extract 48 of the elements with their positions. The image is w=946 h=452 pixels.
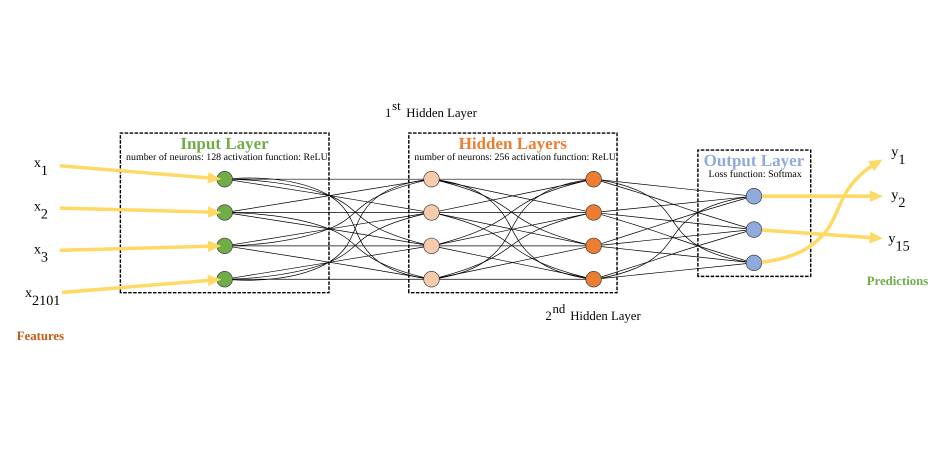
connector	[601, 246, 746, 262]
connector	[600, 198, 746, 244]
node-circle	[746, 188, 762, 204]
node-circle	[585, 271, 602, 288]
arrow	[762, 160, 883, 264]
connector	[438, 178, 586, 180]
node-circle	[585, 204, 602, 221]
node-circle	[585, 171, 602, 188]
connector	[438, 212, 586, 213]
cluster: Input Layer number of neurons: 128 activation function: ReLU	[120, 132, 330, 294]
label: Features	[16, 328, 64, 343]
connector	[438, 214, 586, 245]
node-circle	[585, 238, 602, 254]
connector	[601, 196, 746, 212]
connector	[601, 230, 746, 246]
arrow	[62, 274, 222, 294]
node-circle	[216, 271, 233, 288]
node-circle	[746, 254, 762, 272]
arrow	[762, 190, 884, 202]
node-circle	[746, 221, 762, 238]
arrow	[762, 228, 884, 244]
arrow	[60, 240, 222, 252]
connector	[601, 180, 746, 196]
connector	[600, 180, 747, 228]
connector	[600, 231, 746, 278]
label: Predictions	[866, 274, 928, 288]
arrow	[60, 206, 222, 218]
connector	[438, 246, 586, 278]
connector	[438, 180, 586, 212]
node-circle	[423, 238, 440, 254]
connector	[601, 263, 746, 279]
connector	[601, 196, 747, 278]
node-circle	[423, 271, 440, 288]
cluster: Hidden Layers number of neurons: 256 activation function: ReLU	[408, 132, 618, 294]
arrow	[60, 164, 222, 184]
connector	[232, 178, 424, 180]
connector	[600, 214, 747, 262]
connector	[438, 278, 586, 280]
cluster: Output Layer Loss function: Softmax	[697, 149, 812, 278]
connector	[601, 180, 747, 262]
node-circle	[216, 171, 233, 188]
connector	[232, 212, 424, 213]
node-circle	[216, 204, 233, 221]
node-circle	[216, 238, 233, 254]
connector	[601, 212, 746, 230]
connector	[439, 214, 586, 278]
node-circle	[423, 204, 440, 221]
node-circle	[423, 171, 440, 188]
